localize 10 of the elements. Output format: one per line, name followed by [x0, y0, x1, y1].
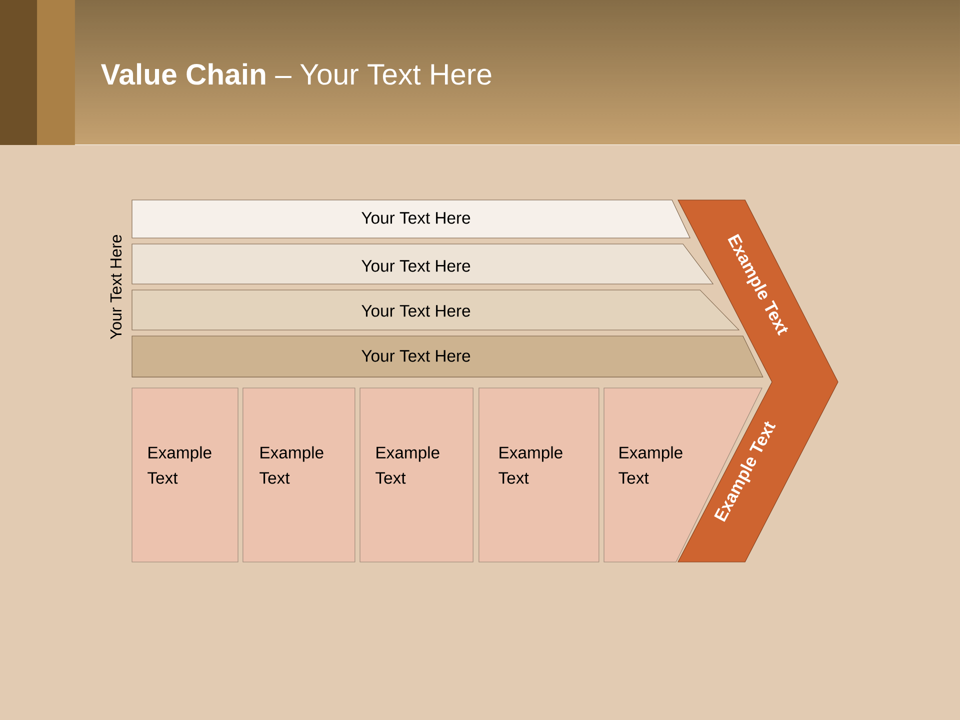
- band: Your Text Here: [132, 290, 740, 330]
- title: Value Chain – Your Text Here: [100, 63, 492, 85]
- side-label: Your Text Here: [110, 235, 122, 340]
- band: Your Text Here: [132, 244, 714, 284]
- activity-box: Example Text: [478, 388, 600, 562]
- activity-box: Example Text: [242, 388, 356, 562]
- band: Your Text Here: [132, 200, 690, 238]
- activity-box: Example Text: [360, 388, 474, 562]
- activity-box: Example Text: [132, 388, 238, 562]
- band: Your Text Here: [132, 336, 764, 378]
